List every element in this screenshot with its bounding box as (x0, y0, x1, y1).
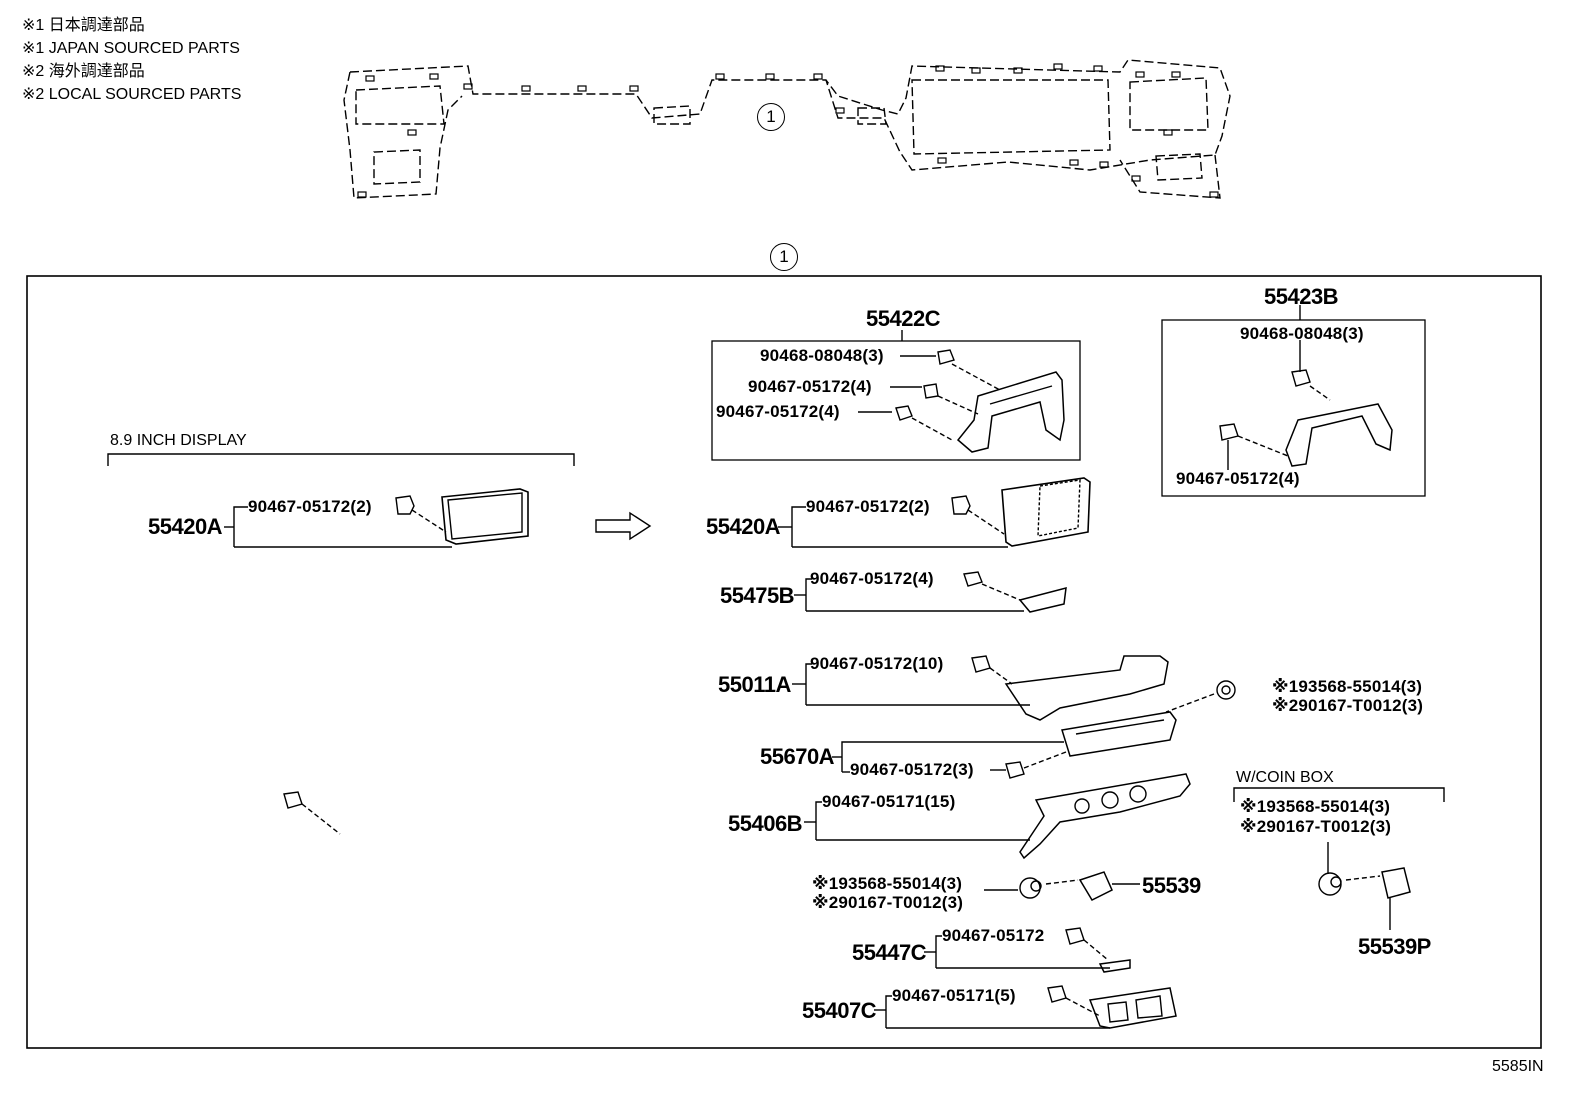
fastener-label-55447C[interactable]: 90467-05172 (942, 926, 1045, 945)
fastener-label-55475B[interactable]: 90467-05172(4) (810, 569, 934, 588)
bracket-55423B-shape (1285, 403, 1393, 467)
dashboard-clip-marks (357, 63, 1219, 198)
fastener-label-55420A[interactable]: 90467-05172(2) (806, 497, 930, 516)
coin-box-55539P-shape (1381, 867, 1411, 899)
panel-55011A-shape (1004, 655, 1169, 721)
display-group-title: 8.9 INCH DISPLAY (110, 432, 247, 449)
legend-line-2: ※1 JAPAN SOURCED PARTS (22, 40, 240, 57)
part-number-55670A[interactable]: 55670A (760, 744, 835, 769)
coin-box-title: W/COIN BOX (1236, 769, 1334, 786)
display-screen-shape (441, 488, 529, 545)
display-bracket (107, 453, 575, 466)
part-number-55406B[interactable]: 55406B (728, 811, 803, 836)
fastener-label-55670A[interactable]: 90467-05172(3) (850, 760, 974, 779)
group-55422C-box (711, 340, 1081, 461)
part-number-55011A[interactable]: 55011A (718, 672, 791, 697)
part-number-55539[interactable]: 55539 (1142, 873, 1201, 898)
group-55423B-box (1161, 319, 1426, 497)
part-number-55475B[interactable]: 55475B (720, 583, 795, 608)
sourced-label-middle-1[interactable]: ※193568-55014(3) (812, 874, 963, 893)
tray-55407C-shape (1088, 987, 1177, 1029)
part-number-55539P[interactable]: 55539P (1358, 934, 1431, 959)
fastener-label-55423B-2[interactable]: 90467-05172(4) (1176, 469, 1300, 488)
sourced-label-upper-2[interactable]: ※290167-T0012(3) (1272, 696, 1424, 715)
bezel-55406B-shape (1019, 773, 1191, 860)
screw-shape (1216, 680, 1236, 700)
legend-line-1: ※1 日本調達部品 (22, 17, 145, 34)
fastener-label-55422C-2[interactable]: 90467-05172(4) (748, 377, 872, 396)
screw-shape (1318, 872, 1342, 896)
switch-panel-55670A-shape (1061, 711, 1177, 757)
reference-marker-top: 1 (757, 103, 785, 131)
fastener-label-55011A[interactable]: 90467-05172(10) (810, 654, 944, 673)
coin-box-line-2[interactable]: ※290167-T0012(3) (1240, 817, 1392, 836)
part-number-55420A-left[interactable]: 55420A (148, 514, 223, 539)
main-frame (26, 275, 1542, 1049)
part-number-55422C[interactable]: 55422C (866, 306, 941, 331)
part-number-55407C[interactable]: 55407C (802, 998, 877, 1023)
legend-line-4: ※2 LOCAL SOURCED PARTS (22, 86, 242, 103)
socket-55539-shape (1078, 871, 1113, 901)
fastener-label-55422C-3[interactable]: 90467-05172(4) (716, 402, 840, 421)
legend-line-3: ※2 海外調達部品 (22, 63, 145, 80)
part-number-55420A[interactable]: 55420A (706, 514, 781, 539)
part-number-55447C[interactable]: 55447C (852, 940, 927, 965)
coin-box-line-1[interactable]: ※193568-55014(3) (1240, 797, 1391, 816)
dashboard-outline (343, 59, 1231, 199)
figure-code: 5585IN (1492, 1058, 1544, 1075)
fastener-label-display[interactable]: 90467-05172(2) (248, 497, 372, 516)
clip-shape (395, 495, 415, 515)
reference-marker-frame: 1 (770, 243, 798, 271)
fastener-label-55422C-1[interactable]: 90468-08048(3) (760, 346, 884, 365)
bracket-55422C-shape (956, 371, 1065, 453)
fastener-label-55407C[interactable]: 90467-05171(5) (892, 986, 1016, 1005)
coin-box-bracket (1233, 787, 1445, 802)
sourced-label-upper-1[interactable]: ※193568-55014(3) (1272, 677, 1423, 696)
trim-55475B-shape (1018, 586, 1067, 613)
fastener-label-55406B[interactable]: 90467-05171(15) (822, 792, 956, 811)
display-leader (233, 506, 248, 547)
display-panel-shape (1001, 477, 1091, 547)
fastener-label-55423B-1[interactable]: 90468-08048(3) (1240, 324, 1364, 343)
sourced-label-middle-2[interactable]: ※290167-T0012(3) (812, 893, 964, 912)
part-number-55423B[interactable]: 55423B (1264, 284, 1339, 309)
arrow-shape (595, 511, 652, 541)
